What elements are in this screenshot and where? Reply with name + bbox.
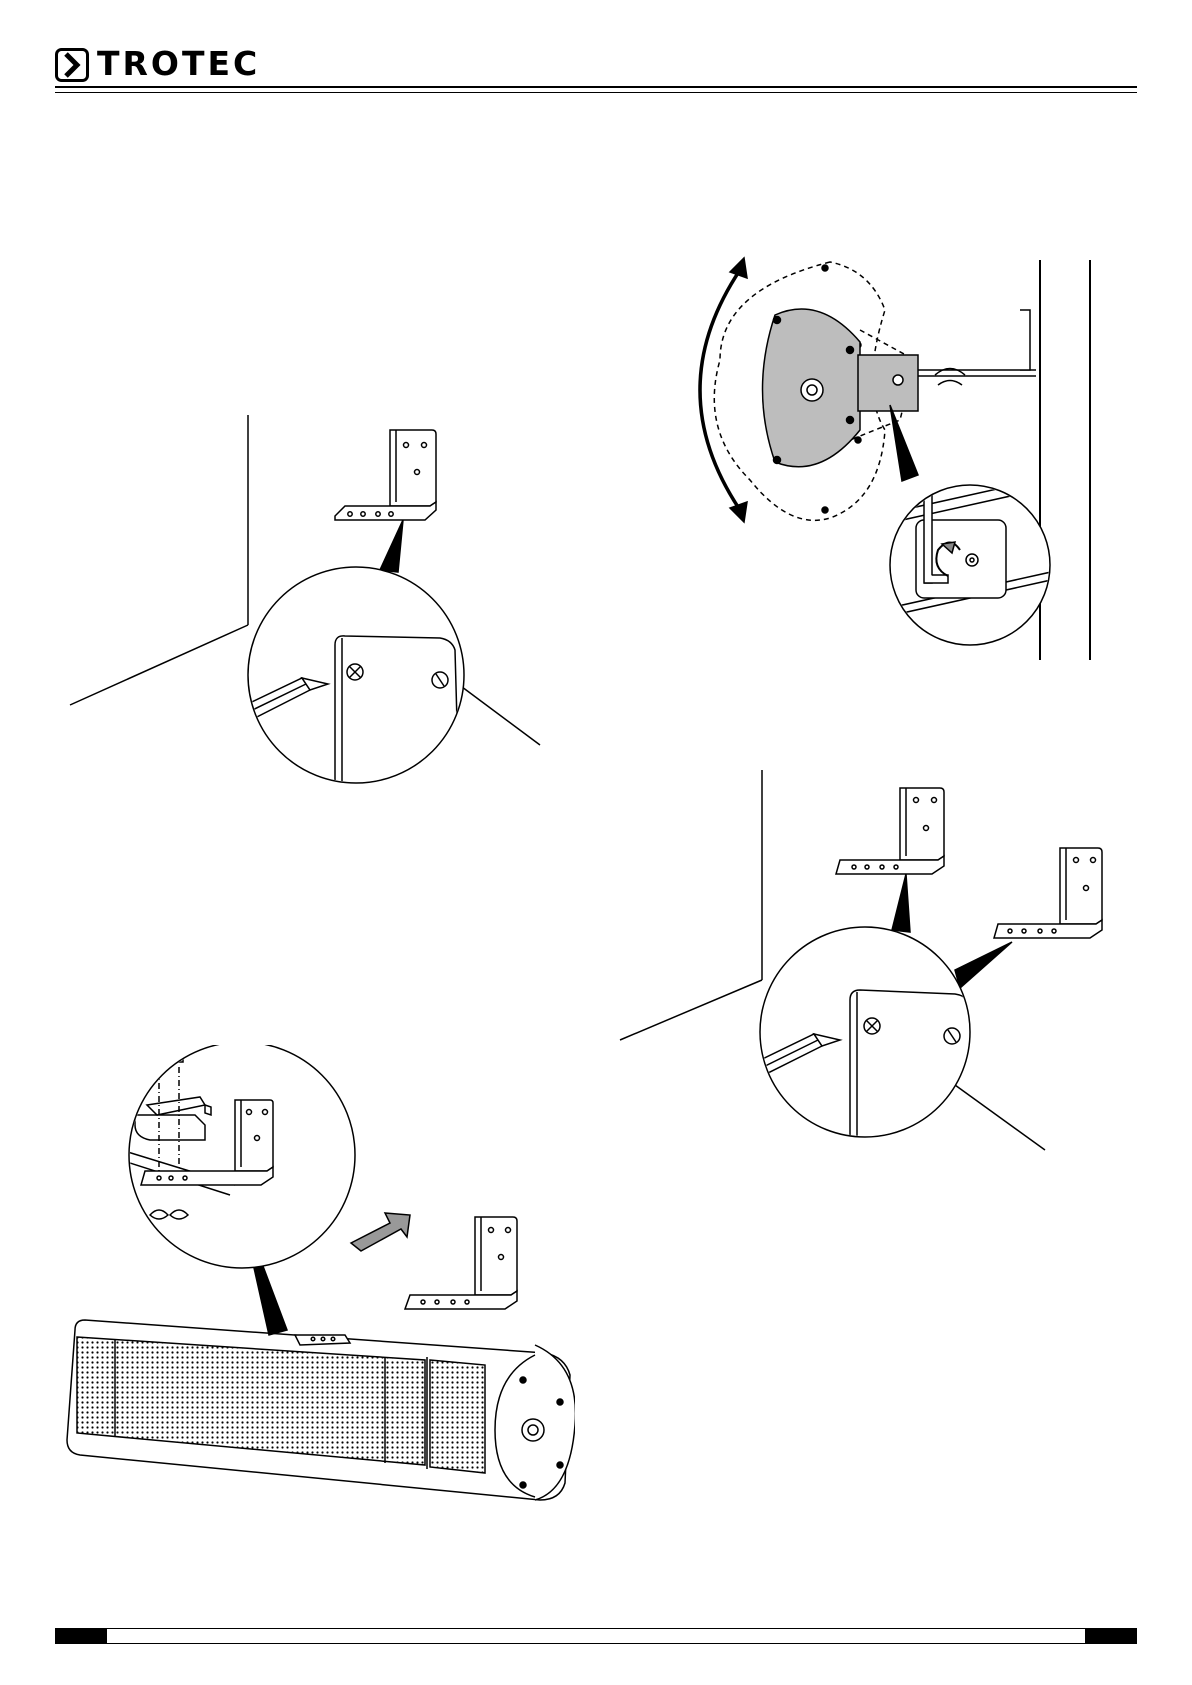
figure-heater-tilt-adjustment [680,250,1120,670]
footer-rule [55,1628,1137,1644]
header-rule [55,86,1137,88]
figure-attach-bracket-to-heater [55,1045,575,1525]
trotec-logo-icon [55,48,89,82]
figure-mark-holes-two-brackets [610,770,1130,1160]
header-rule-thin [55,92,1137,93]
page-footer [55,1628,1137,1644]
footer-block-right [1085,1628,1137,1644]
footer-block-left [55,1628,107,1644]
brand-name: TROTEC [97,44,260,84]
figure-mark-holes-single-bracket [60,410,550,800]
